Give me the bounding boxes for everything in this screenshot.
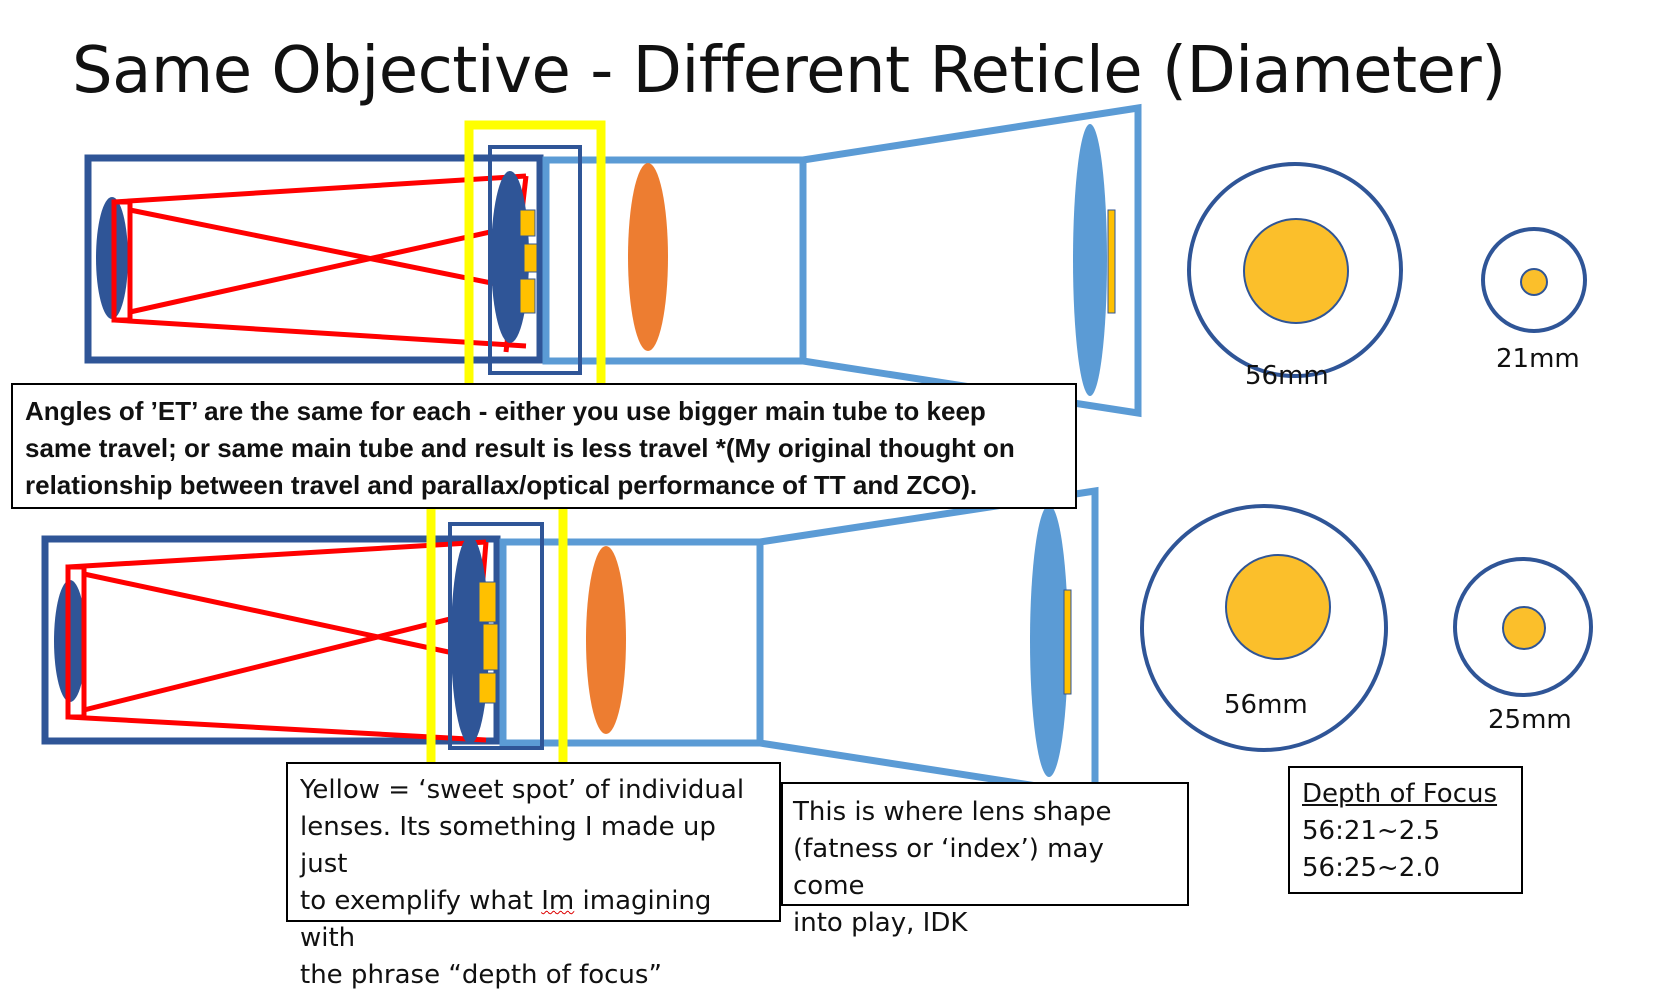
bottom-eyepiece-lens [1030, 505, 1068, 777]
scope-diagrams [41, 103, 1593, 800]
lens-note-line2: (fatness or ‘index’) may come [793, 834, 1104, 901]
top-light-paths [111, 173, 529, 353]
top-large-circle-label: 56mm [1245, 361, 1329, 391]
bottom-eyepiece-marker [1063, 589, 1072, 695]
top-scope-diagram [84, 103, 1587, 418]
depth-of-focus-note: Depth of Focus 56:21~2.5 56:25~2.0 [1288, 766, 1523, 894]
top-eyepiece-bell [799, 103, 1142, 418]
angles-note: Angles of ’ET’ are the same for each - e… [11, 383, 1077, 509]
top-main-tube [84, 154, 544, 364]
bottom-sweet-spot-inner [448, 522, 544, 750]
yellow-note-line2: lenses. Its something I made up just [300, 812, 716, 879]
angles-note-line1: Angles of ’ET’ are the same for each - e… [25, 396, 986, 426]
top-erector-lens [491, 171, 529, 343]
depth-of-focus-row1: 56:21~2.5 [1302, 816, 1441, 846]
yellow-note-line1: Yellow = ‘sweet spot’ of individual [300, 775, 745, 805]
lens-note-line3: into play, IDK [793, 908, 968, 938]
top-small-circle-inner [1520, 268, 1548, 296]
top-lens-sweet-spots [519, 209, 538, 314]
top-eyepiece-lens [1073, 124, 1107, 396]
bottom-lens-sweet-spots [478, 581, 499, 704]
bottom-large-circle-inner [1225, 554, 1331, 660]
top-large-circle-inner [1243, 218, 1349, 324]
lens-shape-note: This is where lens shape (fatness or ‘in… [781, 782, 1189, 938]
angles-note-line3: relationship between travel and parallax… [25, 470, 978, 500]
top-erector-tube [542, 156, 807, 365]
top-sweet-spot-inner [488, 145, 582, 375]
bottom-orange-lens [586, 546, 626, 734]
yellow-sweet-spot-note: Yellow = ‘sweet spot’ of individual lens… [286, 762, 781, 990]
depth-of-focus-heading: Depth of Focus [1302, 779, 1498, 809]
bottom-small-circle-label: 25mm [1488, 705, 1572, 735]
yellow-note-line4: the phrase “depth of focus” [300, 960, 662, 990]
bottom-large-circle-label: 56mm [1224, 690, 1308, 720]
top-eyepiece-marker [1107, 209, 1116, 314]
bottom-light-paths [65, 539, 489, 743]
bottom-scope-diagram [41, 486, 1593, 800]
slide-title: Same Objective - Different Reticle (Diam… [72, 34, 1506, 108]
top-orange-lens [628, 163, 668, 351]
yellow-note-line3-pre: to exemplify what [300, 886, 542, 916]
bottom-small-circle-inner [1502, 606, 1546, 650]
lens-note-line1: This is where lens shape [793, 797, 1112, 827]
depth-of-focus-row2: 56:25~2.0 [1302, 853, 1441, 883]
yellow-note-line3-word: Im [541, 886, 575, 916]
slide: Same Objective - Different Reticle (Diam… [11, 34, 1593, 990]
angles-note-line2: same travel; or same main tube and resul… [25, 433, 1015, 463]
top-small-circle-label: 21mm [1496, 344, 1580, 374]
yellow-note-line3: to exemplify what Im imagining with [300, 883, 767, 957]
